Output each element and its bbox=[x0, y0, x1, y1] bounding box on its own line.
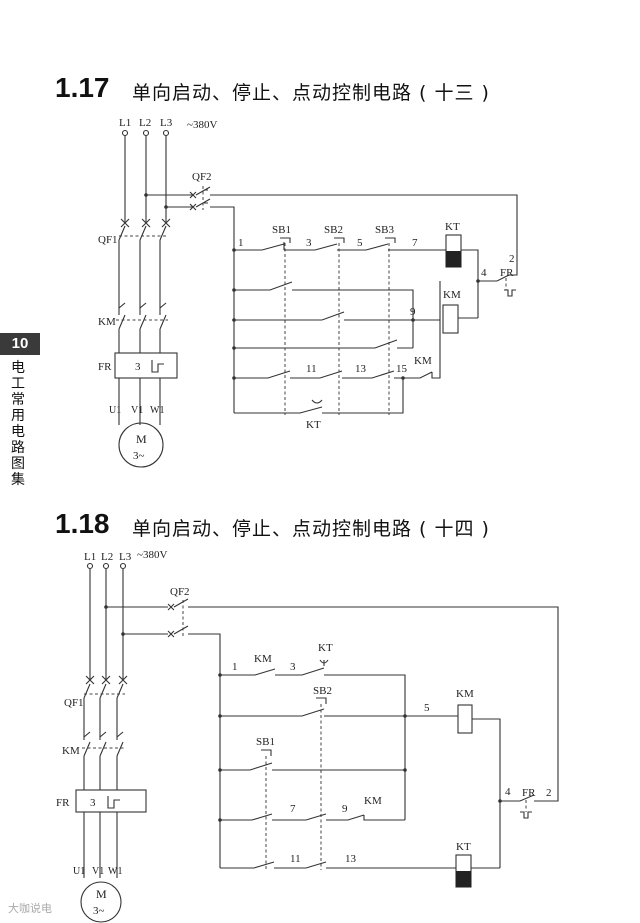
node-label: 11 bbox=[290, 853, 301, 865]
label-U1: U1 bbox=[109, 405, 121, 416]
label-W1-b: W1 bbox=[108, 866, 122, 877]
label-QF1-b: QF1 bbox=[64, 697, 84, 709]
label-V1: V1 bbox=[131, 405, 143, 416]
node-label: 1 bbox=[238, 237, 244, 249]
label-L1-b: L1 bbox=[84, 551, 96, 563]
label-QF2-b: QF2 bbox=[170, 586, 190, 598]
fr-heater-num: 3 bbox=[135, 361, 141, 373]
label-KM-aux-b: KM bbox=[254, 653, 272, 665]
node-label: 1 bbox=[232, 661, 238, 673]
chapter-tab: 10 bbox=[0, 333, 40, 355]
label-KM-coil-b: KM bbox=[456, 688, 474, 700]
label-L2: L2 bbox=[139, 117, 151, 129]
label-voltage-b: ~380V bbox=[137, 549, 167, 561]
label-KM-coil: KM bbox=[443, 289, 461, 301]
label-FR-main-b: FR bbox=[56, 797, 70, 809]
motor-phase: 3~ bbox=[133, 450, 145, 462]
watermark: 大咖说电 bbox=[8, 902, 52, 915]
node-label: 13 bbox=[345, 853, 357, 865]
label-SB2-b: SB2 bbox=[313, 685, 332, 697]
node-label: 3 bbox=[306, 237, 312, 249]
node-label: 5 bbox=[357, 237, 363, 249]
section-number-1-18: 1.18 bbox=[55, 508, 110, 539]
label-KT-coil: KT bbox=[445, 221, 460, 233]
section-number-1-17: 1.17 bbox=[55, 72, 110, 103]
node-label: 9 bbox=[342, 803, 348, 815]
section-title-1-18: 单向启动、停止、点动控制电路 ( 十四 ) bbox=[132, 518, 490, 540]
node-label: 2 bbox=[546, 787, 552, 799]
label-FR-main: FR bbox=[98, 361, 112, 373]
label-KM-aux: KM bbox=[414, 355, 432, 367]
node-label: 15 bbox=[396, 363, 408, 375]
node-label: 4 bbox=[505, 786, 511, 798]
motor-label-b: M bbox=[96, 887, 107, 901]
label-SB3: SB3 bbox=[375, 224, 394, 236]
node-label: 5 bbox=[424, 702, 430, 714]
node-label: 4 bbox=[481, 267, 487, 279]
label-KT-contact-b: KT bbox=[318, 642, 333, 654]
node-label: 3 bbox=[290, 661, 296, 673]
label-KM-main-b: KM bbox=[62, 745, 80, 757]
label-QF2: QF2 bbox=[192, 171, 212, 183]
node-label: 11 bbox=[306, 363, 317, 375]
motor-label: M bbox=[136, 432, 147, 446]
label-L2-b: L2 bbox=[101, 551, 113, 563]
label-V1-b: V1 bbox=[92, 866, 104, 877]
node-label: 2 bbox=[509, 253, 515, 265]
label-voltage: ~380V bbox=[187, 119, 217, 131]
label-KT-coil-b: KT bbox=[456, 841, 471, 853]
label-FR-ctrl-b: FR bbox=[522, 787, 536, 799]
label-SB2: SB2 bbox=[324, 224, 343, 236]
label-L3: L3 bbox=[160, 117, 173, 129]
fr-heater-num-b: 3 bbox=[90, 797, 96, 809]
label-SB1-b: SB1 bbox=[256, 736, 275, 748]
label-W1: W1 bbox=[150, 405, 164, 416]
label-U1-b: U1 bbox=[73, 866, 85, 877]
label-KM-aux2-b: KM bbox=[364, 795, 382, 807]
chapter-label: 电工常用电路图集 bbox=[11, 360, 25, 488]
node-label: 13 bbox=[355, 363, 367, 375]
node-label: 9 bbox=[410, 306, 416, 318]
section-title-1-17: 单向启动、停止、点动控制电路 ( 十三 ) bbox=[132, 82, 490, 104]
label-L3-b: L3 bbox=[119, 551, 132, 563]
label-FR-ctrl: FR bbox=[500, 267, 514, 279]
label-KT-contact: KT bbox=[306, 419, 321, 431]
node-label: 7 bbox=[412, 237, 418, 249]
label-SB1: SB1 bbox=[272, 224, 291, 236]
label-L1: L1 bbox=[119, 117, 131, 129]
label-KM-main: KM bbox=[98, 316, 116, 328]
motor-phase-b: 3~ bbox=[93, 905, 105, 917]
label-QF1: QF1 bbox=[98, 234, 118, 246]
node-label: 7 bbox=[290, 803, 296, 815]
